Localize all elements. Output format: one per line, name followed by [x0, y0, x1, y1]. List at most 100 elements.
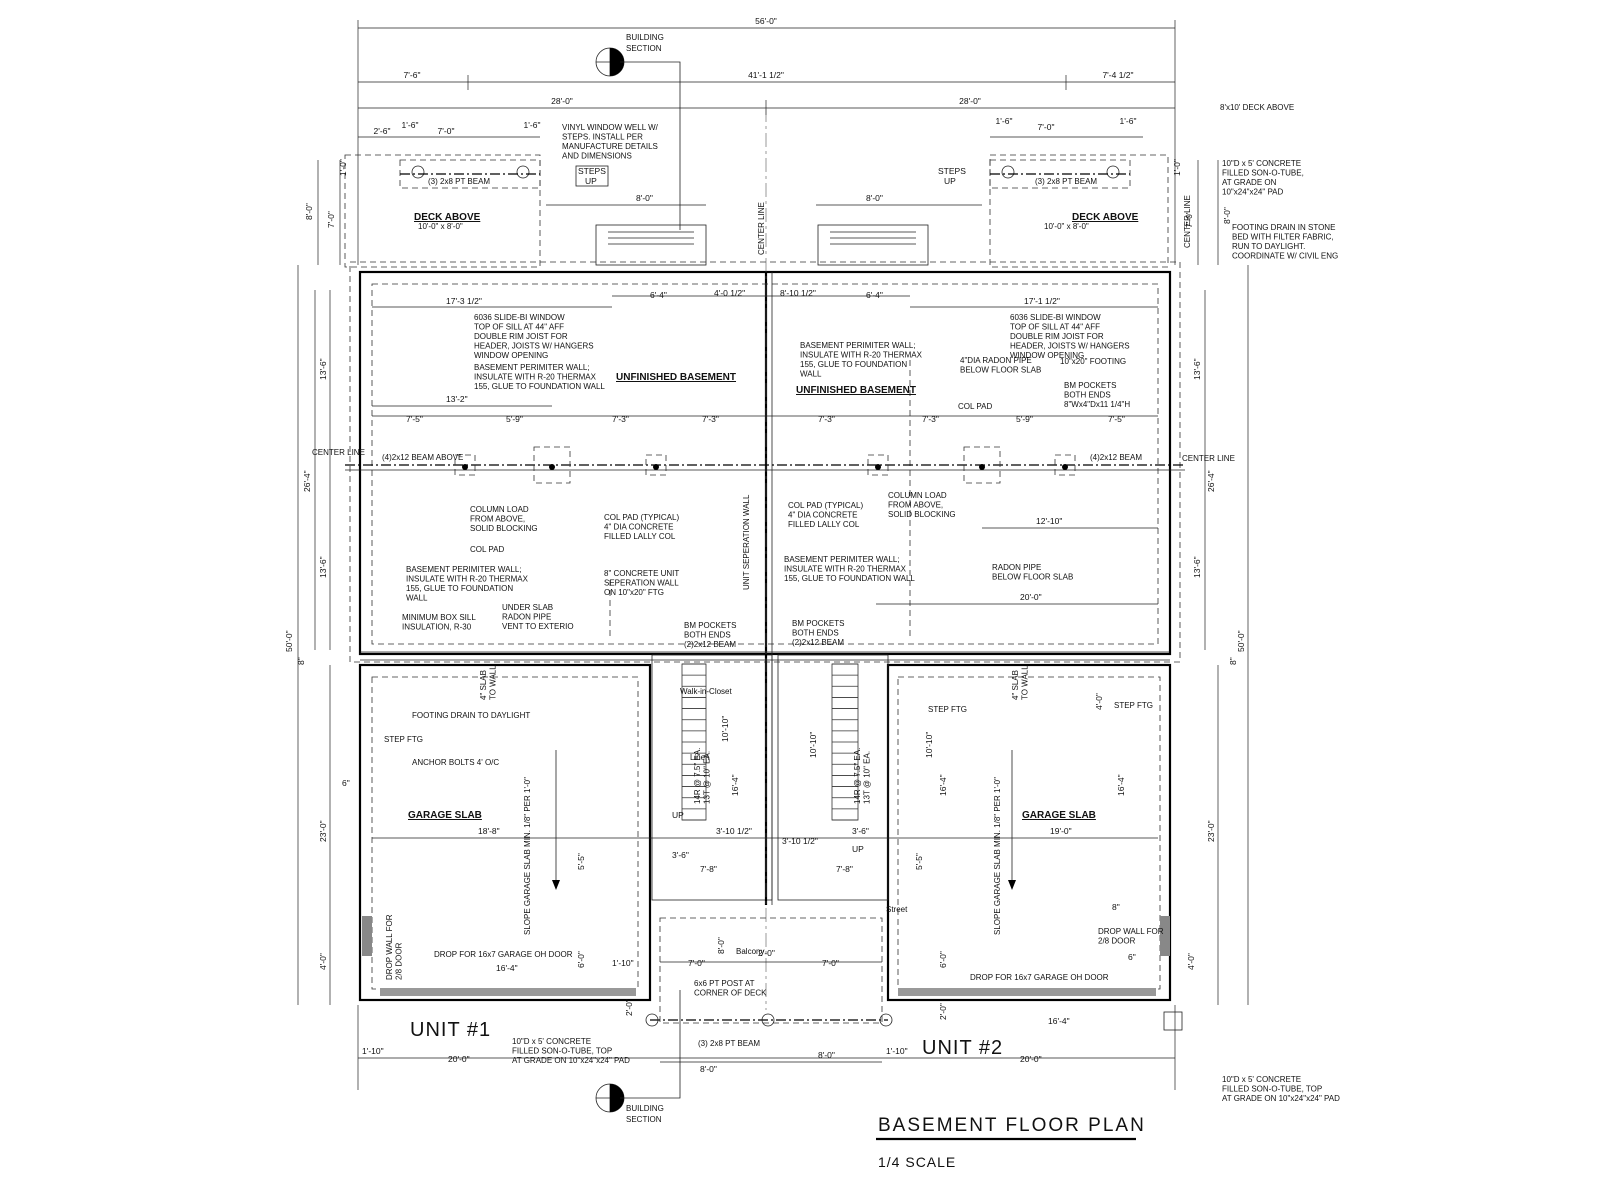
dim-deck-l-c: 1'-6" — [524, 120, 541, 130]
dim-12-10: 12'-10" — [1036, 516, 1062, 526]
stair-up-left: UP — [672, 810, 684, 820]
note-step-ftg-right-2: STEP FTG — [1114, 701, 1153, 710]
dim-half-right: 28'-0" — [959, 96, 981, 106]
dim-left-7: 7'-0" — [326, 211, 336, 228]
dim-deck-r-c: 1'-6" — [1120, 116, 1137, 126]
center-line-top-left: CENTER LINE — [757, 202, 766, 255]
dim-deck-r-a: 1'-6" — [996, 116, 1013, 126]
section-tag-bottom — [595, 990, 681, 1113]
dim-row-l-3: 7'-3" — [612, 414, 629, 424]
dim-side-50: 50'-0" — [284, 630, 294, 652]
dim-row-r-2: 7'-3" — [922, 414, 939, 424]
column-pads — [454, 446, 1076, 484]
unit-2-label: UNIT #2 — [922, 1037, 1003, 1059]
dim-13-2: 13'-2" — [446, 394, 468, 404]
dim-side-8-right: 8" — [1228, 657, 1238, 665]
dim-top-right: 7'-4 1/2" — [1102, 70, 1133, 80]
col-pad-right: COL PAD — [958, 402, 992, 411]
section-tag-top — [595, 47, 681, 230]
dim-6-0-right: 6'-0" — [938, 951, 948, 968]
dim-row-l-1: 7'-5" — [406, 414, 423, 424]
dim-side-13-6b: 13'-6" — [318, 556, 328, 578]
beam-right: (4)2x12 BEAM — [1090, 453, 1142, 462]
dim-row-l-4: 7'-3" — [702, 414, 719, 424]
dim-g-r-10-10: 10'-10" — [924, 732, 934, 758]
center-lines — [345, 108, 1185, 1010]
note-slab-to-wall-left: 4" SLABTO WALL — [479, 665, 498, 700]
dim-side-26-4: 26'-4" — [302, 470, 312, 492]
walk-in-closet: Walk-in-Closet — [680, 687, 732, 696]
dim-20-0: 20'-0" — [1020, 592, 1042, 602]
dim-8-right: 8" — [1112, 902, 1120, 912]
dim-6-left: 6" — [342, 778, 350, 788]
dim-side-8-left: 8" — [296, 657, 306, 665]
dim-top-mid: 41'-1 1/2" — [748, 70, 784, 80]
dim-side-26-4-r: 26'-4" — [1206, 470, 1216, 492]
unfinished-basement-right: UNFINISHED BASEMENT — [796, 385, 916, 396]
note-drop-wall-left: DROP WALL FOR2/8 DOOR — [385, 914, 404, 980]
dim-side-4-left: 4'-0" — [318, 953, 328, 970]
note-drop-garage-left: DROP FOR 16x7 GARAGE OH DOOR — [434, 950, 573, 959]
section-tag-top-label-2: SECTION — [626, 44, 662, 53]
dim-side-13-6b-r: 13'-6" — [1192, 556, 1202, 578]
dim-right-7: 7'-0" — [1184, 211, 1194, 228]
dim-3-6-right: 3'-6" — [852, 826, 869, 836]
pt-beam-bottom: (3) 2x8 PT BEAM — [698, 1039, 760, 1048]
steps-up-right-label-1: STEPS — [938, 166, 966, 176]
dim-16-4-bottom-right: 16'-4" — [1048, 1016, 1070, 1026]
window-wells — [546, 204, 982, 266]
rear-deck — [645, 917, 1183, 1063]
center-line-left: CENTER LINE — [312, 448, 365, 457]
dim-basement-r-width: 17'-1 1/2" — [1024, 296, 1060, 306]
dim-stair-r-10-10: 10'-10" — [808, 732, 818, 758]
dim-1-10-left: 1'-10" — [612, 958, 634, 968]
balcony: Balcony — [736, 947, 764, 956]
dim-16-4-bottom-left: 16'-4" — [496, 963, 518, 973]
section-tag-bottom-label-2: SECTION — [626, 1115, 662, 1124]
deck-above-left-dim: 10'-0" x 8'-0" — [418, 222, 463, 231]
dim-2-0-right: 2'-0" — [938, 1003, 948, 1020]
stair-right — [831, 663, 859, 821]
dim-side-50-r: 50'-0" — [1236, 630, 1246, 652]
dim-garage-r-width: 19'-0" — [1050, 826, 1072, 836]
unit-1-label: UNIT #1 — [410, 1019, 491, 1041]
dim-win-l2: 4'-0 1/2" — [714, 288, 745, 298]
dim-side-4-right: 4'-0" — [1186, 953, 1196, 970]
deck-above-right-dim: 10'-0" x 8'-0" — [1044, 222, 1089, 231]
dim-side-13-6a: 13'-6" — [318, 358, 328, 380]
dim-g-l-16-4: 16'-4" — [938, 774, 948, 796]
stair-left — [681, 663, 707, 821]
basement-dimension-lines — [372, 295, 1158, 839]
dim-row-l-2: 5'-9" — [506, 414, 523, 424]
dim-deck-7-0-right: 7'-0" — [822, 958, 839, 968]
dim-deck-r-b: 7'-0" — [1038, 122, 1055, 132]
note-step-ftg-right-1: STEP FTG — [928, 705, 967, 714]
dim-right-1: 1'-0" — [1172, 159, 1182, 176]
dim-bottom-1-10-right: 1'-10" — [886, 1046, 908, 1056]
linen: Linen — [690, 753, 710, 762]
top-dimensions — [357, 20, 1176, 265]
dim-3-6-left: 3'-6" — [672, 850, 689, 860]
dim-left-1: 1'-0" — [338, 159, 348, 176]
note-perimeter-right-bottom: BASEMENT PERIMITER WALL;INSULATE WITH R-… — [784, 555, 915, 583]
dim-7-8-right: 7'-8" — [836, 864, 853, 874]
section-tag-bottom-label-1: BUILDING — [626, 1104, 664, 1113]
dim-side-23-left: 23'-0" — [318, 820, 328, 842]
dim-win-r: 8'-10 1/2" — [780, 288, 816, 298]
dim-row-r-4: 7'-5" — [1108, 414, 1125, 424]
dim-bottom-20-right: 20'-0" — [1020, 1054, 1042, 1064]
dim-window-well-right: 8'-0" — [866, 193, 883, 203]
steps-up-left-label-1: STEPS — [578, 166, 606, 176]
dim-row-r-1: 7'-3" — [818, 414, 835, 424]
dim-stair-l-10-10: 10'-10" — [720, 716, 730, 742]
risers-left: 14R @ 7.5" EA.13T @ 10" EA. — [693, 748, 712, 804]
dim-garage-l-width: 18'-8" — [478, 826, 500, 836]
